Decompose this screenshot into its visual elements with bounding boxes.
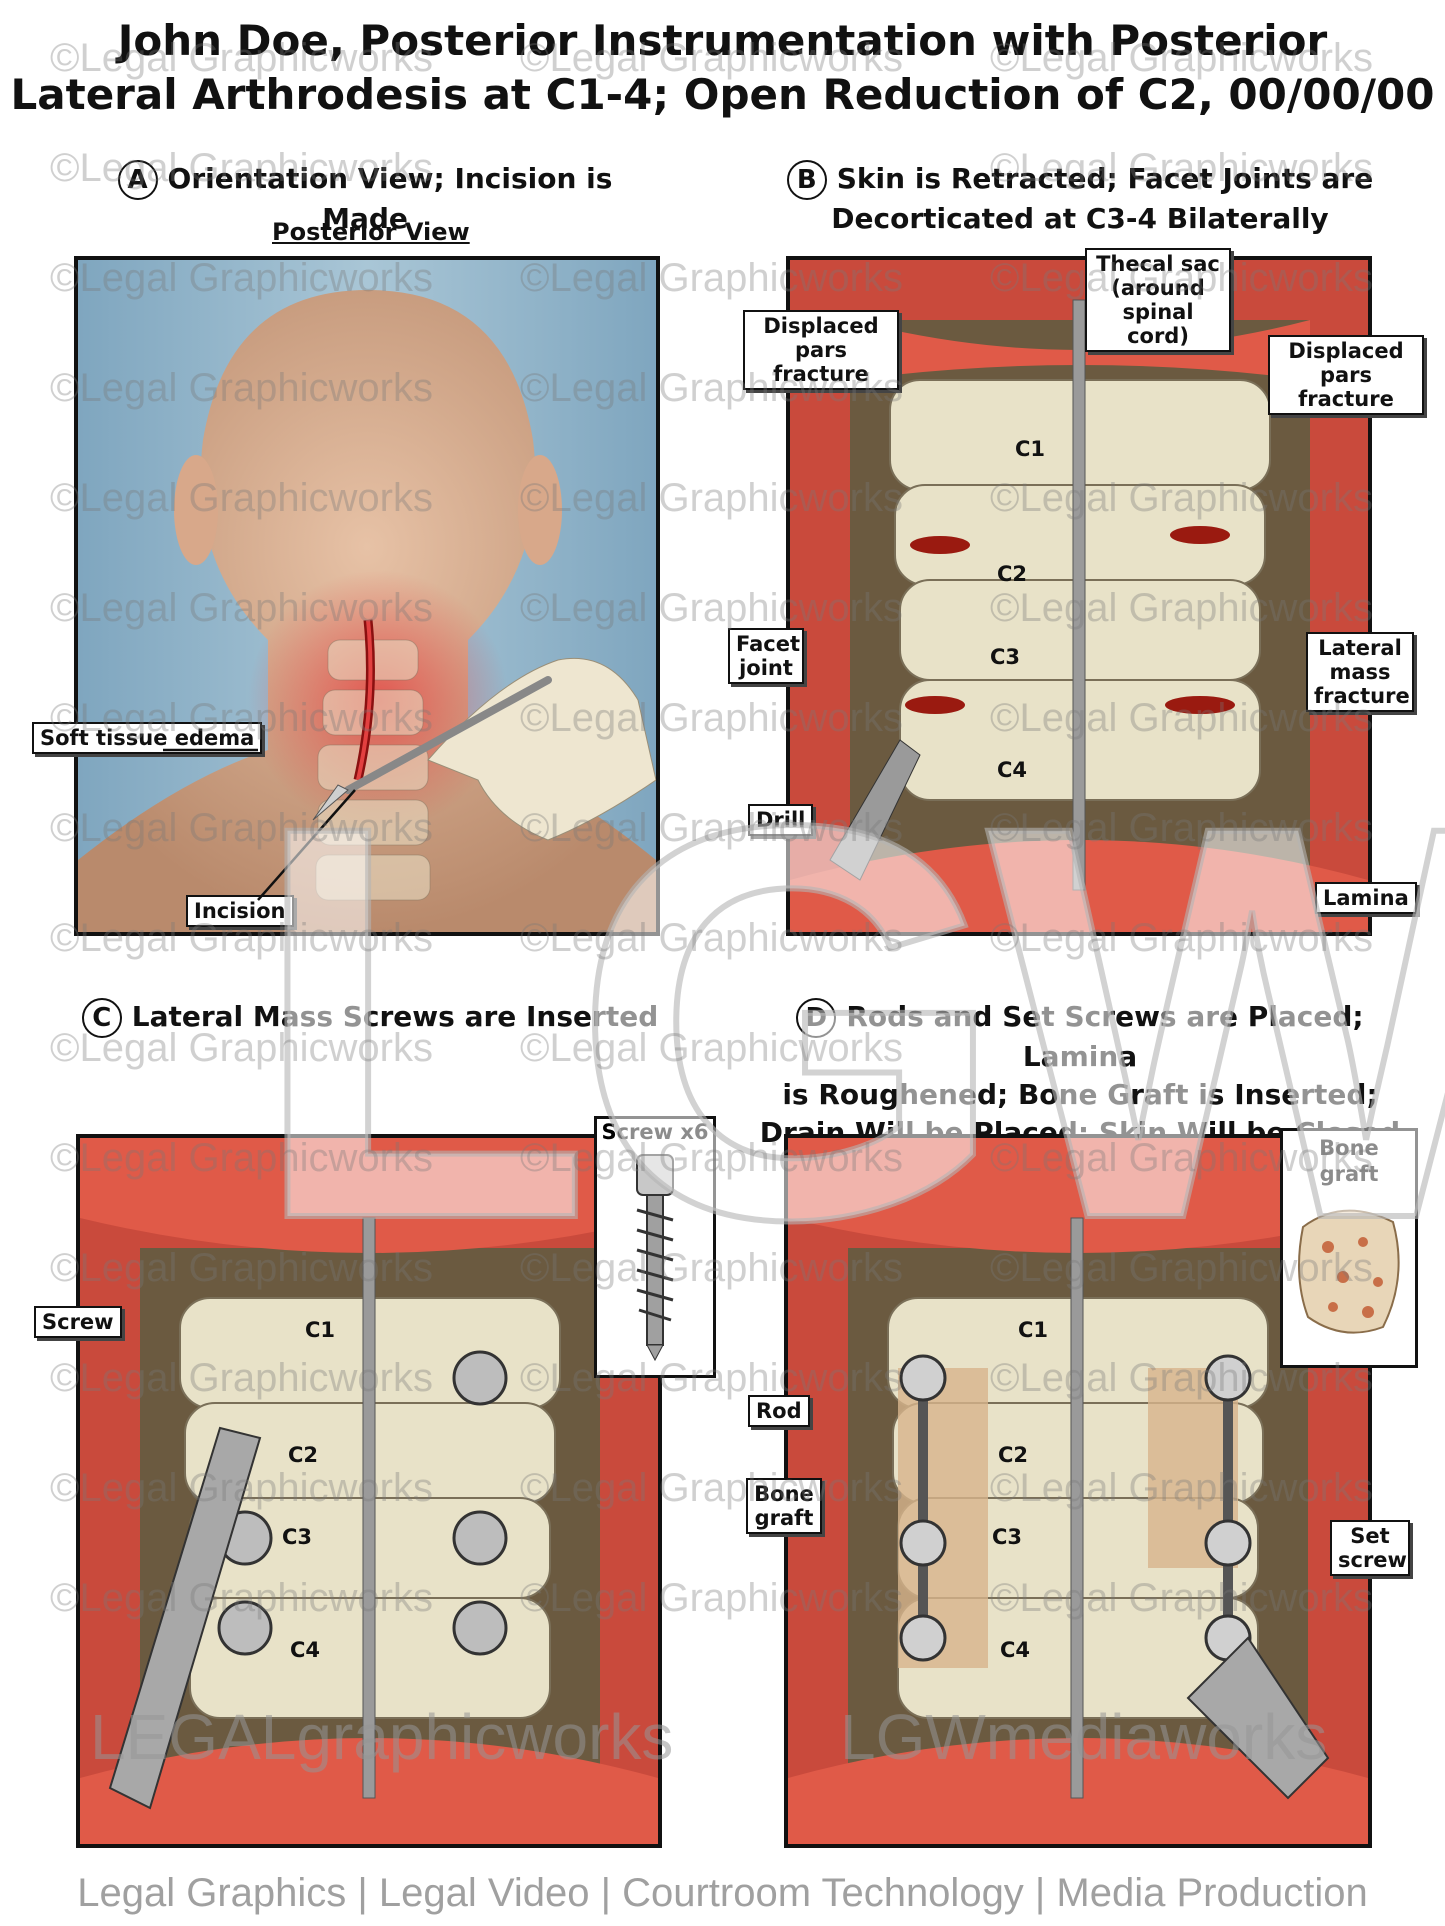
panel-c-letter: C bbox=[81, 998, 122, 1038]
vertebra-b-c4: C4 bbox=[997, 758, 1028, 782]
label-lamina: Lamina bbox=[1315, 882, 1417, 914]
panel-d-title-line-2: is Roughened; Bone Graft is Inserted; bbox=[782, 1078, 1378, 1111]
panel-d-illustration bbox=[784, 1134, 1372, 1848]
inset-screw-x6-title: Screw x6 bbox=[601, 1120, 709, 1144]
panel-d-title-line-1: Rods and Set Screws are Placed; Lamina bbox=[846, 1000, 1364, 1073]
label-screw: Screw bbox=[34, 1306, 122, 1338]
label-incision: Incision bbox=[186, 895, 294, 927]
label-drill: Drill bbox=[748, 804, 814, 836]
exposed-spine-c bbox=[80, 1138, 658, 1844]
vertebra-b-c1: C1 bbox=[1015, 437, 1046, 461]
head-neck-illustration bbox=[78, 290, 656, 932]
label-bone-graft: Bone graft bbox=[746, 1478, 822, 1534]
panel-d-letter: D bbox=[796, 998, 837, 1038]
vertebra-c-c1: C1 bbox=[305, 1318, 336, 1342]
panel-b-title: B Skin is Retracted; Facet Joints are Dec… bbox=[780, 160, 1380, 238]
footer-tagline: Legal Graphics | Legal Video | Courtroom… bbox=[77, 1871, 1368, 1915]
panel-b-letter: B bbox=[786, 160, 827, 200]
vertebra-c-c4: C4 bbox=[290, 1638, 321, 1662]
vertebra-b-c3: C3 bbox=[990, 645, 1021, 669]
label-displaced-pars-left: Displaced pars fracture bbox=[743, 310, 899, 390]
label-lateral-mass-fracture-text: Lateral mass fracture bbox=[1314, 636, 1410, 708]
inset-bone-graft-title: Bone graft bbox=[1319, 1136, 1379, 1186]
title-line-2: Lateral Arthrodesis at C1-4; Open Reduct… bbox=[10, 70, 1435, 119]
label-thecal-sac: Thecal sac (around spinal cord) bbox=[1085, 248, 1231, 352]
panel-a-illustration bbox=[74, 256, 660, 936]
label-set-screw: Set screw bbox=[1330, 1520, 1410, 1576]
vertebra-c-c3: C3 bbox=[282, 1525, 313, 1549]
label-displaced-pars-right: Displaced pars fracture bbox=[1268, 335, 1424, 415]
title-line-1: John Doe, Posterior Instrumentation with… bbox=[117, 16, 1328, 65]
inset-bone-graft: Bone graft bbox=[1280, 1128, 1418, 1368]
vertebra-d-c1: C1 bbox=[1018, 1318, 1049, 1342]
panel-c-title: C Lateral Mass Screws are Inserted bbox=[80, 998, 660, 1038]
label-soft-tissue-edema: Soft tissue edema bbox=[32, 722, 263, 754]
vertebra-b-c2: C2 bbox=[997, 562, 1028, 586]
panel-c-illustration bbox=[76, 1134, 662, 1848]
panel-c-title-text: Lateral Mass Screws are Inserted bbox=[131, 1000, 659, 1033]
label-displaced-pars-right-text: Displaced pars fracture bbox=[1288, 339, 1404, 411]
label-set-screw-text: Set screw bbox=[1338, 1524, 1407, 1572]
exposed-spine-d bbox=[788, 1138, 1368, 1844]
page-title: John Doe, Posterior Instrumentation with… bbox=[0, 14, 1445, 122]
vertebra-d-c4: C4 bbox=[1000, 1638, 1031, 1662]
panel-a-letter: A bbox=[117, 160, 158, 200]
panel-b-illustration bbox=[786, 256, 1372, 936]
panel-a-title-text: Orientation View; Incision is Made bbox=[167, 162, 613, 235]
label-facet-joint-text: Facet joint bbox=[736, 632, 801, 680]
vertebra-d-c2: C2 bbox=[998, 1443, 1029, 1467]
screw-icon bbox=[636, 1154, 674, 1362]
panel-b-title-line-1: Skin is Retracted; Facet Joints are bbox=[836, 162, 1374, 195]
label-soft-tissue-edema-text: Soft tissue edema bbox=[40, 726, 255, 750]
label-rod: Rod bbox=[748, 1395, 810, 1427]
panel-a-subtitle: Posterior View bbox=[272, 218, 470, 246]
vertebra-d-c3: C3 bbox=[992, 1525, 1023, 1549]
vertebra-c-c2: C2 bbox=[288, 1443, 319, 1467]
bone-graft-icon bbox=[1298, 1209, 1400, 1334]
inset-screw-x6: Screw x6 bbox=[594, 1116, 716, 1378]
label-thecal-sac-text: Thecal sac (around spinal cord) bbox=[1096, 252, 1220, 348]
label-bone-graft-text: Bone graft bbox=[754, 1482, 814, 1530]
label-displaced-pars-left-text: Displaced pars fracture bbox=[763, 314, 879, 386]
label-facet-joint: Facet joint bbox=[728, 628, 804, 684]
exposed-spine-b bbox=[790, 299, 1368, 932]
panel-b-title-line-2: Decorticated at C3-4 Bilaterally bbox=[831, 202, 1329, 235]
label-lateral-mass-fracture: Lateral mass fracture bbox=[1306, 632, 1414, 712]
